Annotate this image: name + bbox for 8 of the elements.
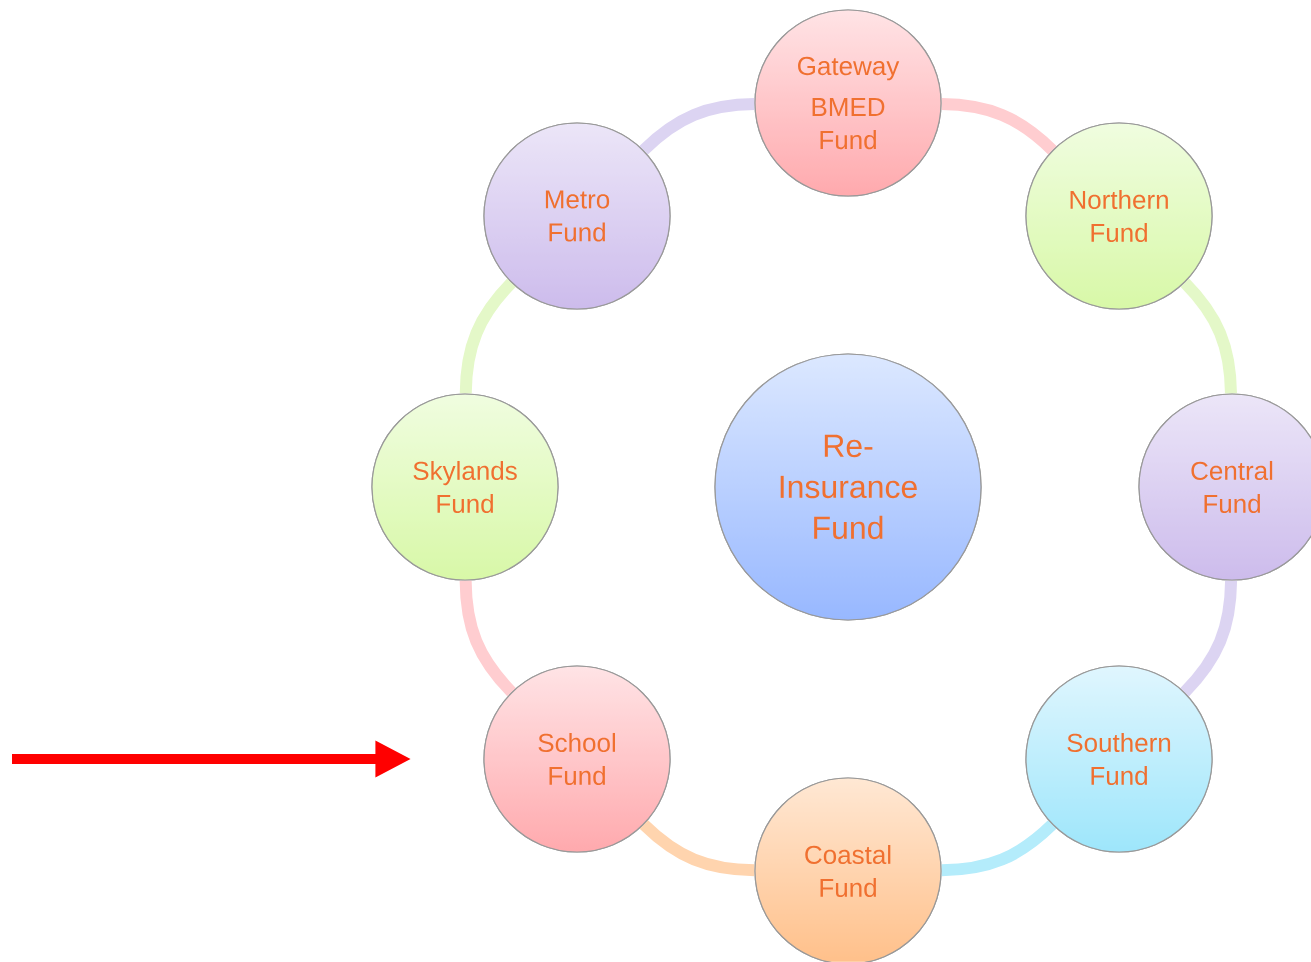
ring-arc	[639, 98, 755, 155]
ring-arc	[639, 820, 755, 877]
ring-arc	[1180, 278, 1237, 394]
ring-arc	[941, 820, 1057, 877]
ring-arc	[459, 580, 516, 697]
ring-arc	[941, 98, 1057, 155]
ring-arc	[459, 278, 516, 394]
ring-arc	[1180, 580, 1238, 697]
